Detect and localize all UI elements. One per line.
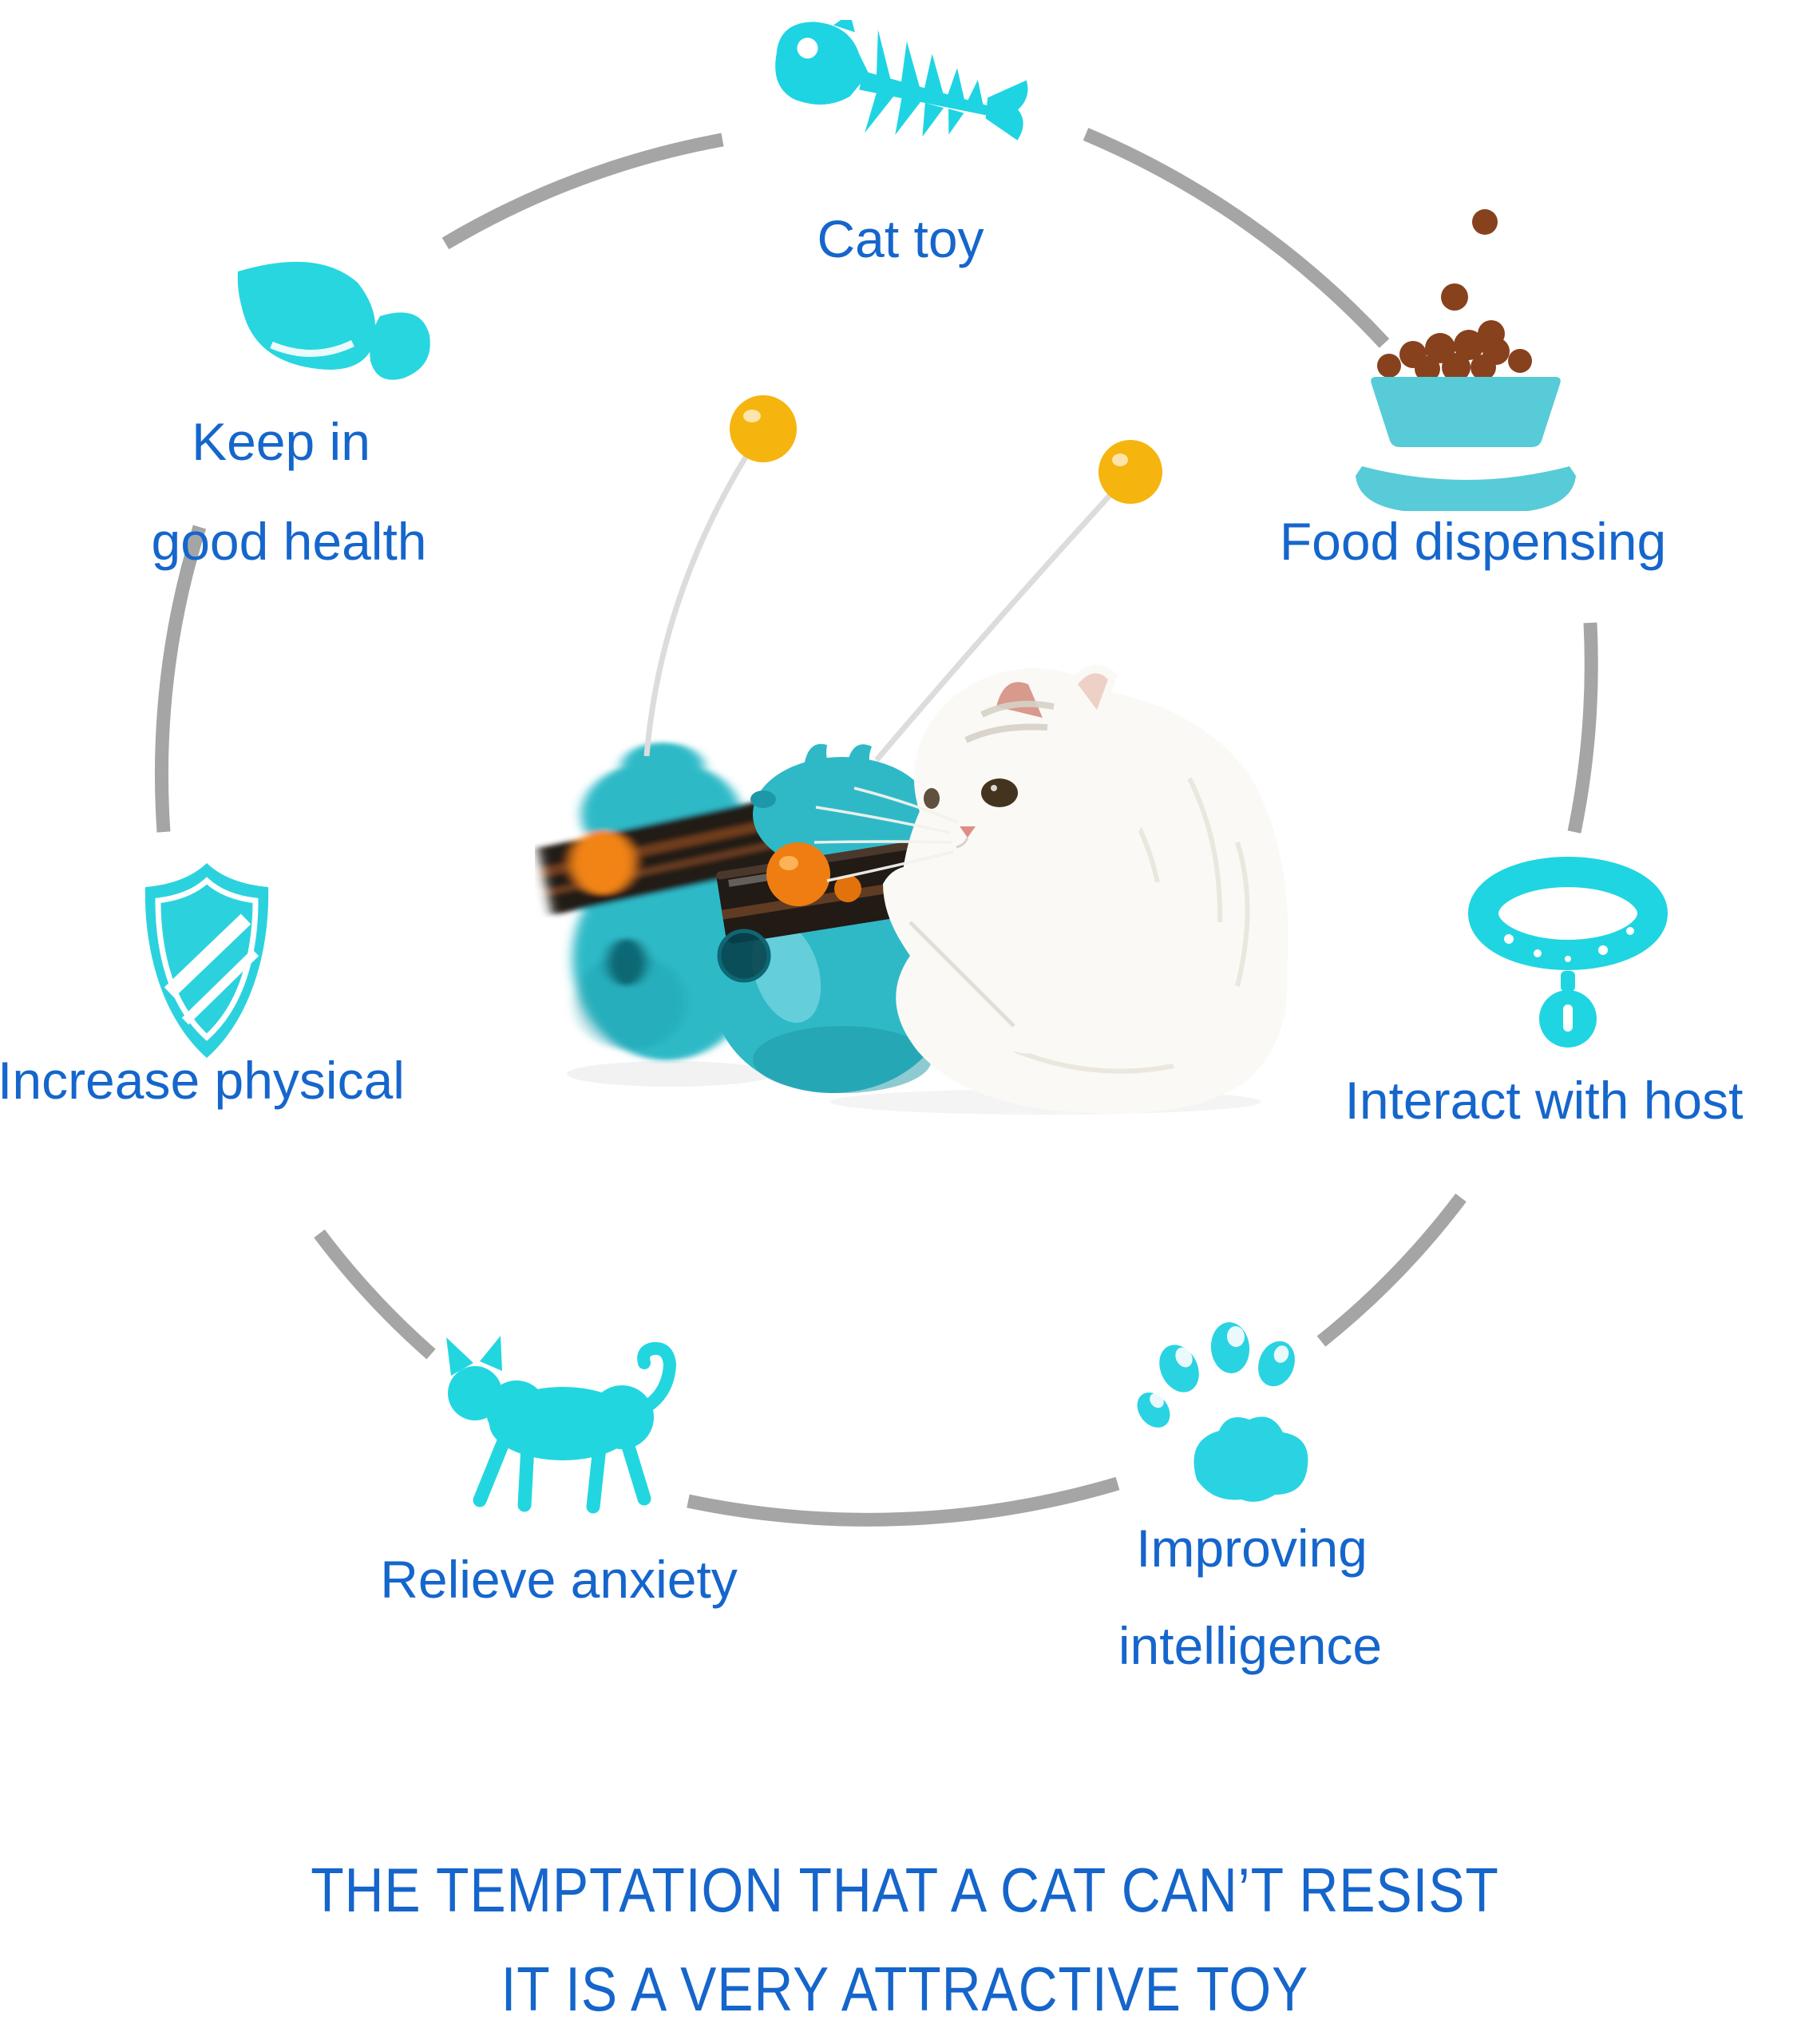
cat-silhouette-icon xyxy=(446,1336,677,1514)
paw-icon xyxy=(1137,1322,1308,1502)
tumbler-toy-spinning xyxy=(537,743,787,1060)
arc-bowl-to-fish xyxy=(1083,128,1390,348)
arc-paw-to-collar xyxy=(1316,1193,1467,1347)
arc-shield-to-cat xyxy=(314,1229,436,1360)
wand-ball xyxy=(1098,440,1162,504)
feature-label-good-health: good health xyxy=(151,512,427,571)
feature-label-keep-in: Keep in xyxy=(192,412,370,471)
feature-label-cat-toy: Cat toy xyxy=(817,209,984,268)
wand-ball xyxy=(730,395,797,462)
arc-fish-to-leaf xyxy=(441,133,724,250)
feature-label-improving: Improving xyxy=(1136,1519,1368,1578)
feature-label-interact-with-host: Interact with host xyxy=(1344,1071,1744,1130)
headline-line-1: THE TEMPTATION THAT A CAT CAN’T RESIST xyxy=(0,1859,1809,1921)
arc-leaf-to-shield xyxy=(154,525,207,833)
product-photo xyxy=(537,395,1288,1115)
leaf-icon xyxy=(237,261,430,380)
white-cat-photo xyxy=(813,664,1288,1114)
arc-cat-to-paw xyxy=(687,1476,1120,1527)
headline-line-2: IT IS A VERY ATTRACTIVE TOY xyxy=(0,1958,1809,2020)
feature-label-increase-physical: Increase physical xyxy=(0,1051,405,1110)
fishbone-icon xyxy=(775,20,1028,141)
feature-label-intelligence: intelligence xyxy=(1118,1616,1383,1675)
feature-label-relieve-anxiety: Relieve anxiety xyxy=(380,1550,738,1609)
food-bowl-icon xyxy=(1356,209,1576,511)
arc-collar-to-bowl xyxy=(1567,622,1598,834)
headline-text-2: IT IS A VERY ATTRACTIVE TOY xyxy=(501,1954,1308,2024)
toy-shadow xyxy=(567,1061,774,1087)
teaser-wands xyxy=(643,395,1162,763)
shield-icon xyxy=(144,863,269,1058)
headline-text-1: THE TEMPTATION THAT A CAT CAN’T RESIST xyxy=(310,1855,1499,1925)
collar-icon xyxy=(1468,857,1668,1048)
feature-label-food-dispensing: Food dispensing xyxy=(1279,512,1667,571)
